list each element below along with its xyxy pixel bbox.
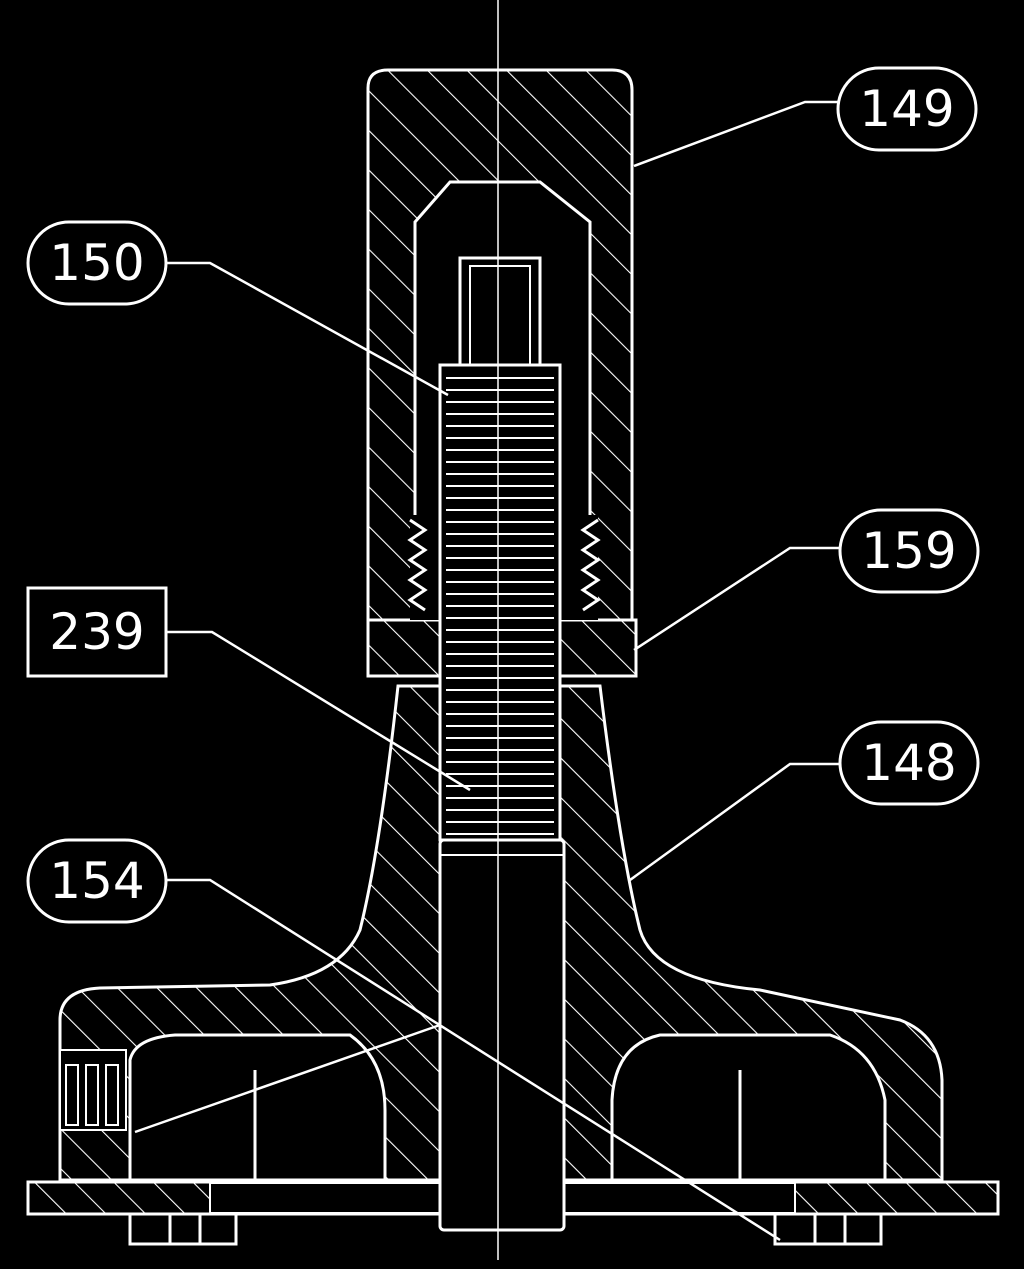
leader-148 <box>629 762 840 882</box>
leader-149 <box>633 100 838 168</box>
leader-lines <box>134 100 840 1242</box>
leader-159 <box>633 546 840 652</box>
bolt-shank <box>438 838 566 1232</box>
body-pocket-left <box>128 1033 387 1182</box>
svg-text:150: 150 <box>49 234 144 292</box>
callout-239: 239 <box>26 586 168 678</box>
svg-text:239: 239 <box>49 603 144 661</box>
svg-text:148: 148 <box>861 734 956 792</box>
leader-154 <box>166 878 781 1242</box>
svg-text:159: 159 <box>861 522 956 580</box>
callout-150: 150 <box>26 220 168 306</box>
leader-239 <box>166 630 471 792</box>
callout-148: 148 <box>838 720 980 806</box>
svg-text:154: 154 <box>49 852 144 910</box>
leader-150 <box>165 261 449 397</box>
svg-text:149: 149 <box>859 80 954 138</box>
callout-154: 154 <box>26 838 168 924</box>
threaded-stud <box>438 256 562 842</box>
hex-bolt-right <box>773 1212 883 1246</box>
callout-159: 159 <box>838 508 980 594</box>
hex-bolt-left <box>128 1212 238 1246</box>
callout-149: 149 <box>836 66 978 152</box>
body-pocket-right <box>610 1033 887 1182</box>
